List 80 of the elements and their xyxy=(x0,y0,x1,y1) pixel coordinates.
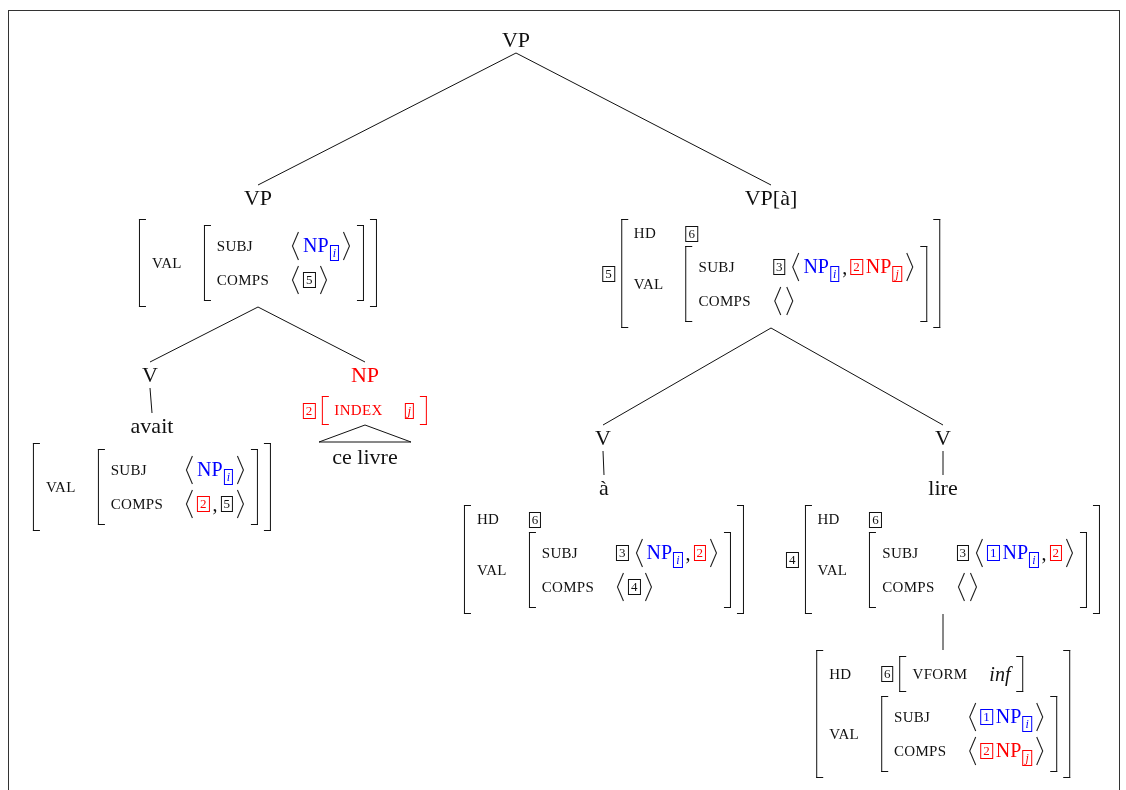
category-label: lire xyxy=(928,475,958,501)
feature-name: SUBJ xyxy=(110,461,148,479)
feature-name: COMPS xyxy=(110,495,164,513)
category-label: avait xyxy=(130,413,174,439)
feature-name: COMPS xyxy=(882,578,935,596)
tree-branch xyxy=(602,450,605,476)
feature-name: SUBJ xyxy=(894,708,932,726)
category-label: VP[à] xyxy=(744,185,798,211)
feature-name: SUBJ xyxy=(698,258,736,276)
tag-number: 4 xyxy=(785,551,799,568)
tree-branch xyxy=(942,613,944,651)
feature-name: HD xyxy=(476,511,501,528)
tag-number: 2 xyxy=(850,259,863,275)
category-label: V xyxy=(595,425,611,451)
tag-number: 6 xyxy=(528,511,542,528)
feature-name: VAL xyxy=(151,254,182,272)
category-label: V xyxy=(935,425,951,451)
category-label: à xyxy=(599,475,609,501)
feature-name: SUBJ xyxy=(541,544,579,562)
tag-number: 5 xyxy=(303,272,316,288)
category-label: NP xyxy=(350,362,380,388)
tag-number: 2 xyxy=(1049,545,1063,561)
feature-value: NP$_{j}$ xyxy=(865,253,902,281)
tag-number: 5 xyxy=(220,496,234,512)
tree-branch xyxy=(942,450,944,476)
category-label: ce livre xyxy=(332,444,398,470)
tree-branch xyxy=(257,52,517,186)
tree-branch xyxy=(602,327,772,426)
feature-value: NP$_{i}$ xyxy=(197,456,233,484)
tag-number: 3 xyxy=(772,259,786,275)
tree-branch xyxy=(149,387,153,414)
feature-name: VFORM xyxy=(912,665,968,683)
tag-number: 3 xyxy=(616,545,629,561)
feature-name: COMPS xyxy=(698,292,751,310)
tag-number: 6 xyxy=(881,666,894,682)
tag-number: 6 xyxy=(869,511,882,528)
tag-number: 4 xyxy=(628,579,641,595)
feature-name: HD xyxy=(633,225,657,242)
separator-comma: , xyxy=(842,255,848,279)
tree-branch xyxy=(770,327,944,426)
feature-name: VAL xyxy=(817,561,848,579)
feature-name: VAL xyxy=(829,725,859,743)
tag-number: 1 xyxy=(987,545,1000,561)
feature-value: NP$_{j}$ xyxy=(995,737,1032,765)
tag-number: 3 xyxy=(956,545,970,561)
tag-number: 1 xyxy=(980,709,993,725)
triangle-roof xyxy=(318,424,412,443)
feature-name: SUBJ xyxy=(216,237,254,255)
feature-name: HD xyxy=(817,511,841,528)
feature-name: COMPS xyxy=(894,742,947,760)
feature-name: VAL xyxy=(476,561,507,579)
feature-value: NP$_{i}$ xyxy=(1002,539,1039,567)
tag-number: 2 xyxy=(980,743,993,759)
tree-branch xyxy=(149,306,259,363)
feature-name: COMPS xyxy=(541,578,595,596)
tag-number: j xyxy=(404,402,415,419)
feature-name: VAL xyxy=(633,275,664,293)
category-label: V xyxy=(142,362,158,388)
feature-value: NP$_{i}$ xyxy=(995,703,1032,731)
tree-branch xyxy=(515,52,772,186)
tag-number: 6 xyxy=(685,225,699,242)
feature-value: NP$_{i}$ xyxy=(303,232,340,260)
separator-comma: , xyxy=(1041,541,1047,565)
tag-number: 2 xyxy=(302,402,316,419)
separator-comma: , xyxy=(212,492,218,516)
separator-comma: , xyxy=(685,541,691,565)
feature-name: HD xyxy=(829,665,853,683)
tag-number: 2 xyxy=(197,496,210,512)
feature-value: NP$_{i}$ xyxy=(646,539,683,567)
feature-name: VAL xyxy=(45,478,76,496)
category-label: VP xyxy=(501,27,531,53)
feature-value: inf xyxy=(989,662,1011,686)
tree-branch xyxy=(257,306,366,363)
tag-number: 5 xyxy=(602,265,615,282)
category-label: VP xyxy=(243,185,273,211)
tag-number: 2 xyxy=(693,545,707,561)
feature-name: COMPS xyxy=(216,271,270,289)
feature-name: INDEX xyxy=(334,402,383,419)
feature-value: NP$_{i}$ xyxy=(803,253,840,281)
feature-name: SUBJ xyxy=(882,544,920,562)
